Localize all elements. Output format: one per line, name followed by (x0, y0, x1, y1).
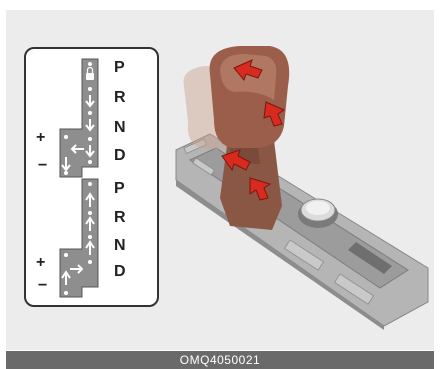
rotary-knob (298, 199, 338, 228)
manual-minus-label: − (38, 277, 47, 295)
manual-plus-label: + (36, 254, 45, 272)
gear-label-p: P (114, 180, 125, 198)
manual-plus-label: + (36, 129, 45, 147)
gear-label-p: P (114, 59, 125, 77)
gear-label-r: R (114, 89, 126, 107)
gear-lever-illustration (170, 30, 432, 330)
gear-label-n: N (114, 119, 126, 137)
gear-label-n: N (114, 237, 126, 255)
figure-caption: OMQ4050021 (6, 351, 434, 369)
gear-label-r: R (114, 209, 126, 227)
gear-label-d: D (114, 263, 126, 281)
center-console (176, 134, 428, 330)
manual-minus-label: − (38, 157, 47, 175)
shift-gate-top (26, 49, 157, 305)
shift-pattern-card: P R N D + − P R N D + − (24, 47, 159, 307)
gear-label-d: D (114, 147, 126, 165)
